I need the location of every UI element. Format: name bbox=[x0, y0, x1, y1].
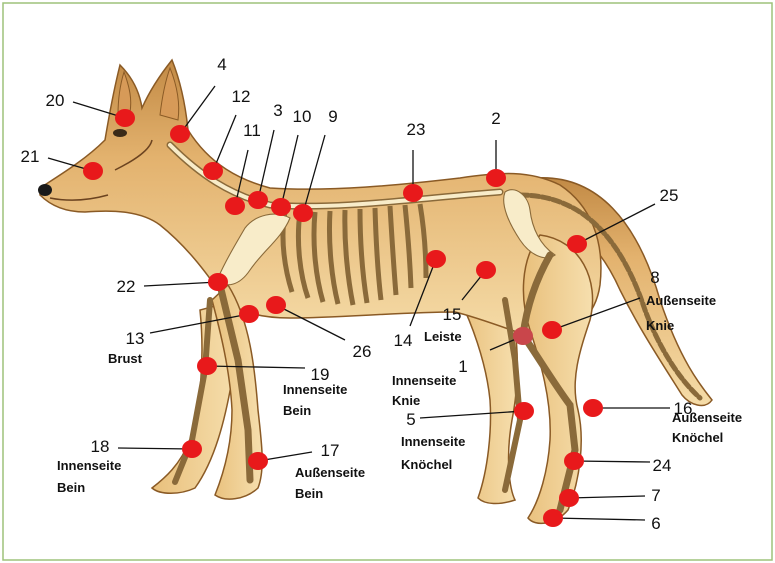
point-number-8: 8 bbox=[650, 268, 659, 287]
acupressure-point-16 bbox=[583, 399, 603, 417]
point-number-4: 4 bbox=[217, 55, 226, 74]
point-number-10: 10 bbox=[293, 107, 312, 126]
acupressure-point-17 bbox=[248, 452, 268, 470]
point-sublabel-17: Außenseite bbox=[295, 465, 365, 480]
acupressure-point-8 bbox=[542, 321, 562, 339]
acupressure-point-20 bbox=[115, 109, 135, 127]
point-number-15: 15 bbox=[443, 305, 462, 324]
point-number-21: 21 bbox=[21, 147, 40, 166]
acupressure-point-13 bbox=[239, 305, 259, 323]
acupressure-point-26 bbox=[266, 296, 286, 314]
point-sublabel-8: Knie bbox=[646, 318, 674, 333]
point-number-22: 22 bbox=[117, 277, 136, 296]
point-sublabel-5: Innenseite bbox=[401, 434, 465, 449]
leader-line-22 bbox=[144, 282, 218, 286]
point-number-3: 3 bbox=[273, 101, 282, 120]
leader-line-24 bbox=[574, 461, 650, 462]
acupressure-point-7 bbox=[559, 489, 579, 507]
acupressure-point-24 bbox=[564, 452, 584, 470]
point-number-9: 9 bbox=[328, 107, 337, 126]
acupressure-point-10 bbox=[271, 198, 291, 216]
acupressure-point-2 bbox=[486, 169, 506, 187]
acupressure-point-22 bbox=[208, 273, 228, 291]
point-sublabel-16: Knöchel bbox=[672, 430, 723, 445]
point-number-17: 17 bbox=[321, 441, 340, 460]
point-sublabel-19: Bein bbox=[283, 403, 311, 418]
nose bbox=[38, 184, 52, 196]
point-sublabel-18: Innenseite bbox=[57, 458, 121, 473]
point-number-2: 2 bbox=[491, 109, 500, 128]
point-number-7: 7 bbox=[651, 486, 660, 505]
acupressure-point-4 bbox=[170, 125, 190, 143]
acupressure-point-1 bbox=[513, 327, 533, 345]
point-number-25: 25 bbox=[660, 186, 679, 205]
point-number-1: 1 bbox=[458, 357, 467, 376]
point-sublabel-8: Außenseite bbox=[646, 293, 716, 308]
acupressure-point-12 bbox=[203, 162, 223, 180]
point-sublabel-13: Brust bbox=[108, 351, 143, 366]
acupressure-point-6 bbox=[543, 509, 563, 527]
point-sublabel-17: Bein bbox=[295, 486, 323, 501]
point-sublabel-1: Innenseite bbox=[392, 373, 456, 388]
point-number-26: 26 bbox=[353, 342, 372, 361]
acupressure-point-18 bbox=[182, 440, 202, 458]
acupressure-point-23 bbox=[403, 184, 423, 202]
point-number-18: 18 bbox=[91, 437, 110, 456]
point-sublabel-16: Außenseite bbox=[672, 410, 742, 425]
acupressure-point-9 bbox=[293, 204, 313, 222]
dog-illustration bbox=[38, 60, 712, 523]
leader-line-18 bbox=[118, 448, 192, 449]
acupressure-point-3 bbox=[248, 191, 268, 209]
point-sublabel-5: Knöchel bbox=[401, 457, 452, 472]
near-hind-leg bbox=[523, 235, 592, 523]
acupressure-point-19 bbox=[197, 357, 217, 375]
point-sublabel-15: Leiste bbox=[424, 329, 462, 344]
point-number-12: 12 bbox=[232, 87, 251, 106]
leader-line-6 bbox=[553, 518, 645, 520]
point-number-23: 23 bbox=[407, 120, 426, 139]
acupressure-point-15 bbox=[476, 261, 496, 279]
point-sublabel-1: Knie bbox=[392, 393, 420, 408]
point-sublabel-19: Innenseite bbox=[283, 382, 347, 397]
point-number-20: 20 bbox=[46, 91, 65, 110]
point-number-24: 24 bbox=[653, 456, 672, 475]
leader-line-7 bbox=[569, 496, 645, 498]
point-number-6: 6 bbox=[651, 514, 660, 533]
acupressure-point-25 bbox=[567, 235, 587, 253]
acupressure-point-11 bbox=[225, 197, 245, 215]
acupressure-point-21 bbox=[83, 162, 103, 180]
point-number-5: 5 bbox=[406, 410, 415, 429]
point-sublabel-18: Bein bbox=[57, 480, 85, 495]
point-number-11: 11 bbox=[243, 121, 261, 140]
acupressure-point-14 bbox=[426, 250, 446, 268]
eye bbox=[113, 129, 127, 137]
point-number-14: 14 bbox=[394, 331, 413, 350]
point-number-13: 13 bbox=[126, 329, 145, 348]
acupressure-point-5 bbox=[514, 402, 534, 420]
